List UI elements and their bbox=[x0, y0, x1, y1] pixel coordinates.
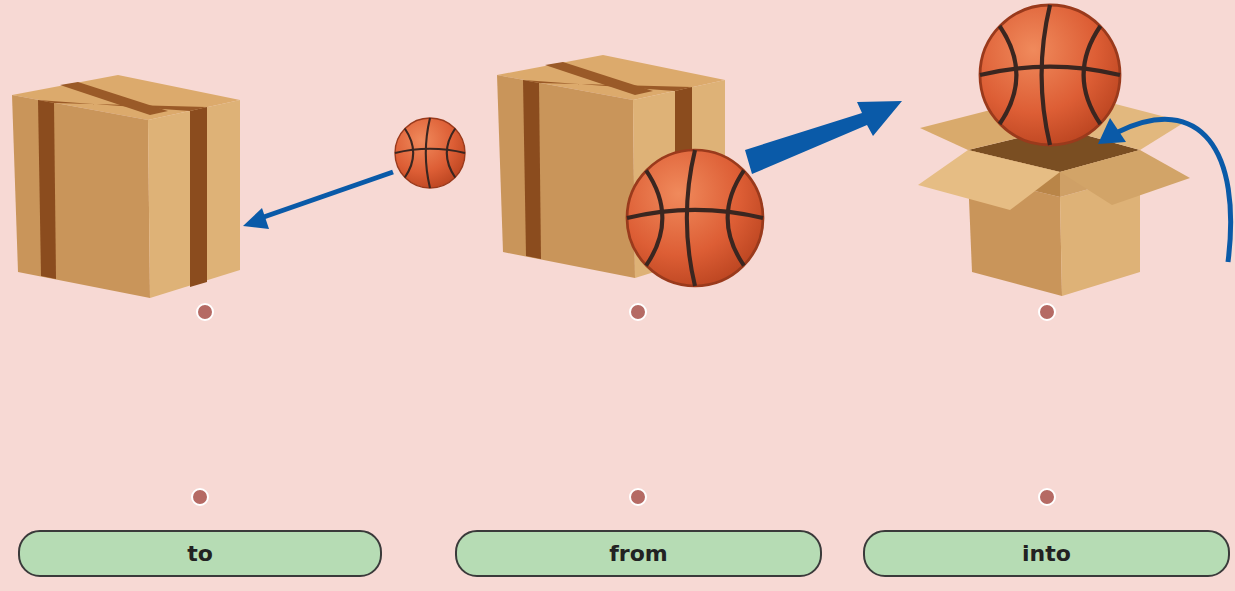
match-dots bbox=[192, 304, 1055, 505]
option-box: into bbox=[863, 530, 1230, 577]
option-label: to bbox=[187, 541, 213, 566]
option-label: into bbox=[1022, 541, 1071, 566]
match-dot bbox=[630, 304, 646, 320]
motion-arrow bbox=[1118, 119, 1231, 262]
motion-arrow bbox=[745, 101, 902, 174]
arrow-head bbox=[243, 208, 269, 229]
motion-arrow bbox=[258, 172, 393, 219]
match-dot bbox=[630, 489, 646, 505]
match-dot bbox=[1039, 489, 1055, 505]
basketball bbox=[395, 118, 465, 188]
match-dot bbox=[192, 489, 208, 505]
option-box: to bbox=[18, 530, 382, 577]
basketball bbox=[627, 150, 763, 286]
closed-box bbox=[12, 75, 240, 298]
match-dot bbox=[197, 304, 213, 320]
option-box: from bbox=[455, 530, 822, 577]
basketball bbox=[980, 5, 1120, 145]
arrow-head bbox=[1098, 118, 1126, 144]
match-dot bbox=[1039, 304, 1055, 320]
option-label: from bbox=[609, 541, 667, 566]
